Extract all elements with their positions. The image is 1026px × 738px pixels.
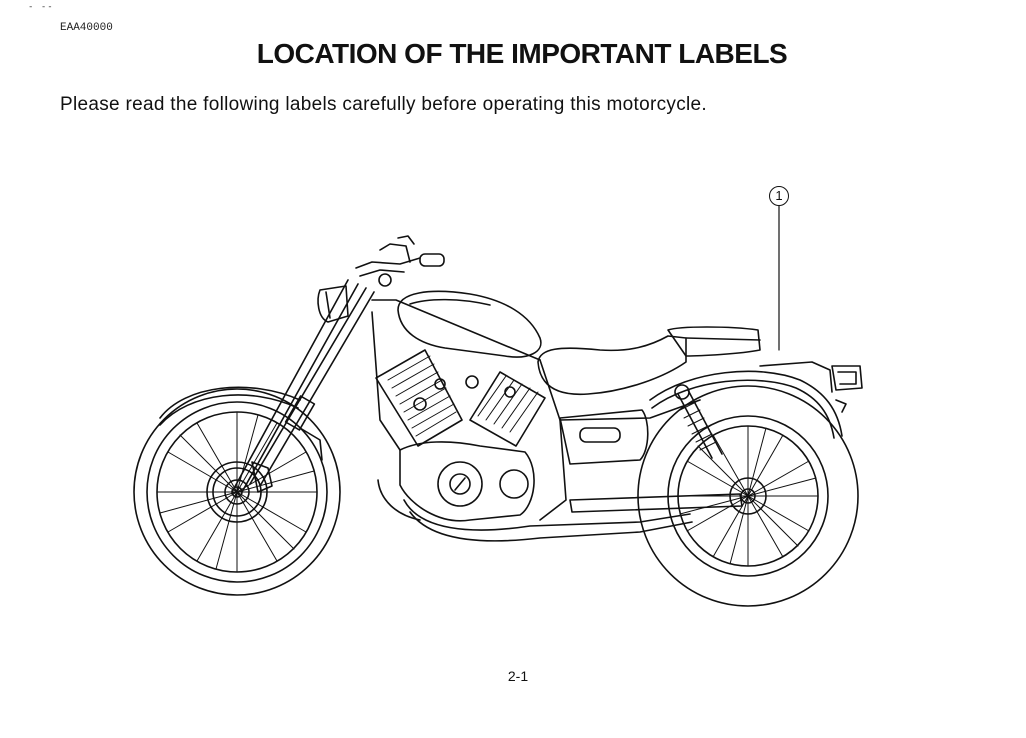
seat bbox=[538, 327, 760, 394]
engine bbox=[376, 350, 545, 521]
tail-light bbox=[832, 366, 862, 412]
motorcycle-illustration bbox=[130, 180, 870, 610]
handlebars bbox=[356, 236, 444, 286]
front-fork bbox=[232, 280, 374, 492]
page-number: 2-1 bbox=[0, 668, 1026, 684]
document-code: EAA40000 bbox=[60, 22, 113, 34]
corner-mark: - -- bbox=[28, 2, 54, 12]
headlight bbox=[318, 286, 348, 322]
fuel-tank bbox=[398, 291, 541, 357]
intro-text: Please read the following labels careful… bbox=[60, 94, 707, 116]
callout-number-1: 1 bbox=[769, 186, 789, 206]
page-title: LOCATION OF THE IMPORTANT LABELS bbox=[0, 38, 1026, 70]
swingarm bbox=[570, 494, 742, 512]
